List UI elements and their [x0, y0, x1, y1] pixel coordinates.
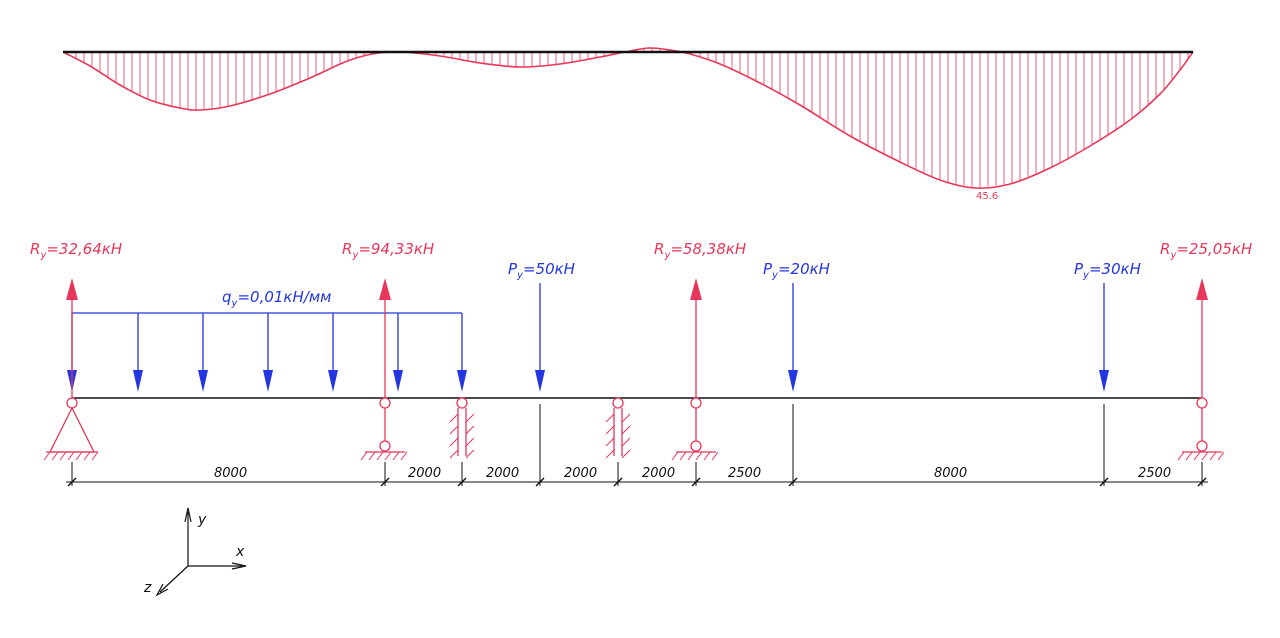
load-arrow-icon — [788, 283, 798, 392]
point-loads: Py=50кН Py=20кН Py=30кН — [508, 260, 1141, 392]
coordinate-axes-icon — [155, 507, 247, 597]
dimension-label: 2500 — [728, 466, 761, 481]
moment-peak-label: 45.6 — [976, 191, 998, 202]
hinge-icon — [449, 397, 475, 459]
distributed-load: qy=0,01кН/мм — [67, 288, 467, 392]
dimension-line: 8000 2000 2000 2000 2000 2500 8000 2500 — [66, 466, 1208, 487]
distributed-load-arrowhead-icon — [133, 370, 143, 392]
distributed-load-arrowhead-icon — [328, 370, 338, 392]
load-arrow-icon — [1099, 283, 1109, 392]
hinge-icon — [605, 397, 631, 459]
reaction-arrow-icon — [66, 278, 78, 398]
supports — [43, 397, 1225, 461]
reaction-label: Ry=25,05кН — [1160, 240, 1252, 261]
distributed-load-arrowhead-icon — [393, 370, 403, 392]
point-load-label: Py=30кН — [1074, 260, 1141, 281]
roller-support-icon — [1177, 397, 1225, 461]
moment-diagram: 45.6 — [62, 47, 1194, 202]
axis-label-y: y — [197, 512, 207, 528]
reaction-arrow-icon — [1196, 278, 1208, 398]
reaction-arrow-icon — [690, 278, 702, 398]
load-arrow-icon — [535, 283, 545, 392]
dimension-label: 2000 — [564, 466, 597, 481]
roller-support-icon — [360, 397, 408, 461]
pin-support-icon — [43, 397, 99, 461]
distributed-load-arrowhead-icon — [198, 370, 208, 392]
moment-curve — [62, 47, 1194, 189]
reaction-arrow-icon — [379, 278, 391, 398]
point-load-label: Py=20кН — [763, 260, 830, 281]
roller-support-icon — [671, 397, 719, 461]
dimension-label: 8000 — [934, 466, 967, 481]
distributed-load-label: qy=0,01кН/мм — [222, 288, 331, 309]
dimension-label: 2500 — [1138, 466, 1171, 481]
dimension-label: 8000 — [214, 466, 247, 481]
reaction-label: Ry=32,64кН — [30, 240, 122, 261]
dimension-label: 2000 — [486, 466, 519, 481]
axis-label-z: z — [143, 580, 152, 596]
distributed-load-arrowhead-icon — [457, 370, 467, 392]
moment-hatching — [67, 48, 1189, 188]
reaction-label: Ry=58,38кН — [654, 240, 746, 261]
point-load-label: Py=50кН — [508, 260, 575, 281]
dimension-label: 2000 — [408, 466, 441, 481]
axis-label-x: x — [235, 544, 245, 560]
dimension-label: 2000 — [642, 466, 675, 481]
reactions: Ry=32,64кН Ry=94,33кН Ry=58,38кН Ry=25,0… — [30, 240, 1252, 398]
station-ticks — [71, 404, 1203, 486]
distributed-load-arrowhead-icon — [263, 370, 273, 392]
reaction-label: Ry=94,33кН — [342, 240, 434, 261]
